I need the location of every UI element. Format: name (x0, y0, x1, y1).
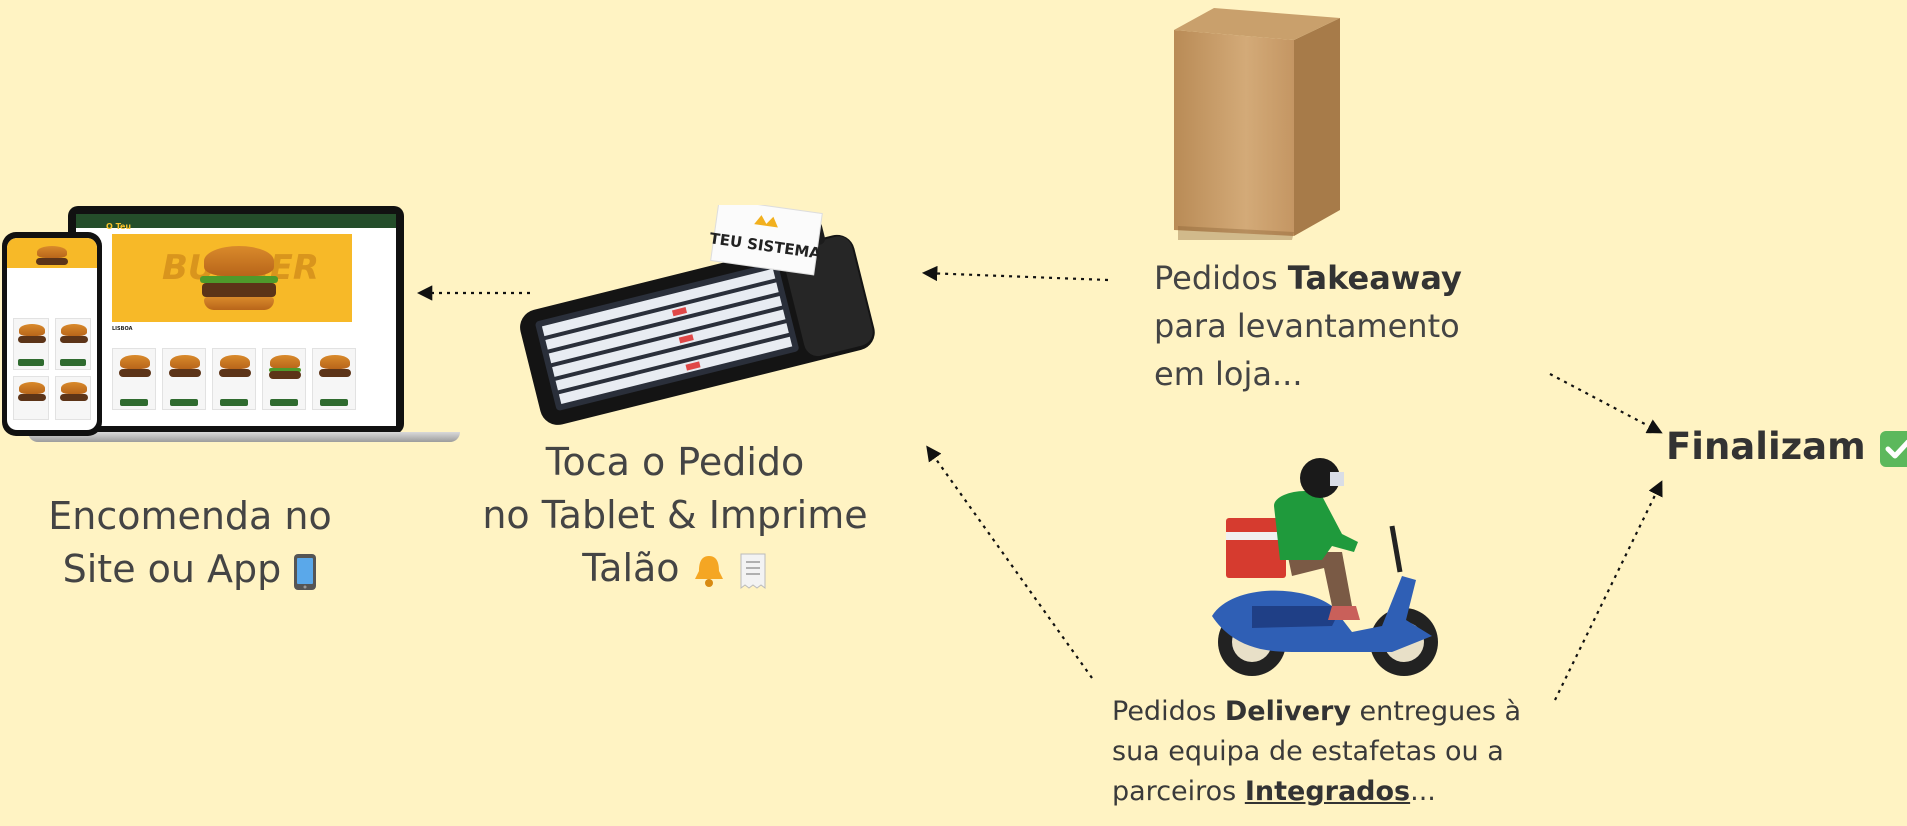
delivery-line3-suffix: ... (1410, 776, 1436, 807)
paper-bag-image (1174, 8, 1340, 240)
arrow-delivery-to-finish (1554, 480, 1663, 701)
takeaway-caption: Pedidos Takeaway para levantamento em lo… (1154, 254, 1534, 398)
check-mark-icon (1879, 430, 1907, 467)
mockup-navbar: O Teu (76, 214, 396, 231)
laptop-mockup: O Teu BURGER LISBOA (28, 206, 460, 442)
takeaway-line2: para levantamento (1154, 307, 1460, 345)
delivery-line2: sua equipa de estafetas ou a (1112, 736, 1504, 767)
bell-icon (694, 555, 723, 587)
delivery-line3-prefix: parceiros (1112, 776, 1245, 807)
mobile-phone-icon (294, 553, 317, 590)
order-caption: Encomenda no Site ou App (20, 490, 360, 596)
delivery-bold: Delivery (1224, 696, 1351, 727)
tablet-caption: Toca o Pedido no Tablet & Imprime Talão (470, 436, 880, 595)
mockup-banner: BURGER (112, 234, 352, 322)
takeaway-line3: em loja... (1154, 355, 1303, 393)
delivery-suffix: entregues à (1350, 696, 1522, 727)
finish-label: Finalizam (1666, 422, 1907, 472)
delivery-caption: Pedidos Delivery entregues à sua equipa … (1112, 692, 1562, 812)
integrados-link-text: Integrados (1244, 776, 1411, 807)
delivery-prefix: Pedidos (1112, 696, 1225, 727)
order-caption-line1: Encomenda no (48, 494, 332, 538)
takeaway-bold: Takeaway (1287, 259, 1462, 297)
finish-text: Finalizam (1666, 425, 1866, 468)
mockup-section-label: LISBOA (112, 326, 133, 332)
arrow-delivery-to-tablet (926, 445, 1093, 679)
receipt-icon (740, 553, 766, 589)
delivery-scooter-image (1212, 458, 1438, 676)
tablet-caption-line3: Talão (582, 546, 680, 590)
arrow-takeaway-to-tablet (921, 265, 1109, 282)
tablet-caption-line2: no Tablet & Imprime (482, 493, 868, 537)
arrow-takeaway-to-finish (1549, 373, 1663, 434)
phone-mockup (2, 232, 102, 436)
mockup-brand: O Teu (106, 222, 132, 231)
tablet-caption-line1: Toca o Pedido (545, 440, 805, 484)
takeaway-prefix: Pedidos (1154, 259, 1288, 297)
pos-tablet-printer: TEU SISTEMA (520, 205, 875, 425)
order-caption-line2: Site ou App (62, 547, 282, 591)
